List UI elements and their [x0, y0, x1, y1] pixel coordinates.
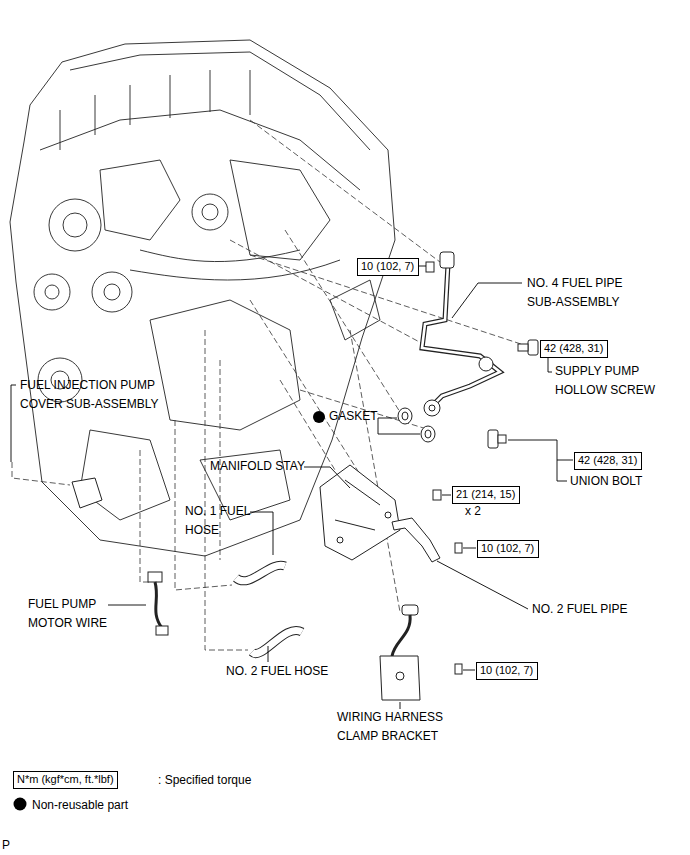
torque-box: 42 (428, 31) [574, 452, 642, 470]
figure-code: P [2, 836, 10, 855]
part-name: WIRING HARNESS CLAMP BRACKET [337, 708, 457, 746]
part-name: NO. 1 FUEL HOSE [185, 502, 263, 540]
torque-value: 10 (102, 7) [481, 541, 534, 556]
part-name: GASKET [329, 407, 378, 426]
legend-text: Non-reusable part [32, 797, 128, 813]
torque-box: 21 (214, 15) [452, 486, 520, 504]
torque-value: 10 (102, 7) [361, 259, 414, 274]
part-name: NO. 2 FUEL HOSE [226, 662, 328, 681]
torque-box: 10 (102, 7) [477, 540, 539, 558]
quantity-note: x 2 [465, 502, 481, 521]
part-name: MANIFOLD STAY [210, 457, 305, 476]
non-reusable-dot [313, 411, 325, 423]
part-name: FUEL INJECTION PUMP COVER SUB-ASSEMBLY [20, 376, 170, 414]
torque-box: 42 (428, 31) [540, 340, 608, 358]
part-name: FUEL PUMP MOTOR WIRE [28, 595, 120, 633]
legend-text: : Specified torque [158, 772, 251, 788]
part-name: NO. 2 FUEL PIPE [532, 600, 628, 619]
torque-value: 42 (428, 31) [544, 341, 603, 356]
torque-box: 10 (102, 7) [476, 662, 538, 680]
torque-value: 21 (214, 15) [456, 487, 515, 502]
torque-value: N*m (kgf*cm, ft.*lbf) [17, 772, 114, 787]
legend-torque-box: N*m (kgf*cm, ft.*lbf) [13, 771, 118, 789]
torque-value: 10 (102, 7) [480, 663, 533, 678]
part-name: SUPPLY PUMP HOLLOW SCREW [555, 362, 660, 400]
part-name: UNION BOLT [570, 472, 642, 491]
torque-box: 10 (102, 7) [357, 258, 419, 276]
torque-value: 42 (428, 31) [578, 453, 637, 468]
legend-dot [14, 798, 27, 811]
part-name: NO. 4 FUEL PIPE SUB-ASSEMBLY [527, 274, 637, 312]
